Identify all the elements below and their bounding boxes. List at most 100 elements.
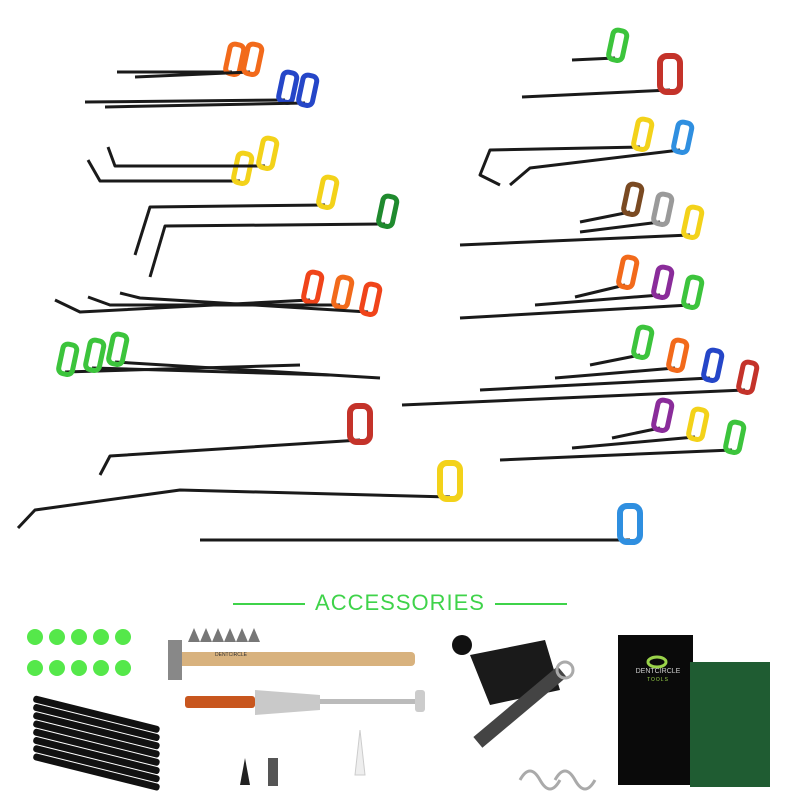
hammer-tip xyxy=(188,628,200,642)
glue-tab xyxy=(93,660,109,676)
glue-tab xyxy=(49,660,65,676)
rod xyxy=(459,233,691,247)
loop-handle xyxy=(616,254,640,290)
loop-handle xyxy=(651,191,675,227)
tap-tip xyxy=(240,758,250,785)
rod xyxy=(574,283,626,299)
rod xyxy=(499,448,733,462)
loop-handle xyxy=(666,337,690,373)
glue-stick xyxy=(33,695,160,733)
glue-tab xyxy=(49,629,65,645)
loop-handle xyxy=(231,150,255,186)
hammer-tip xyxy=(224,628,236,642)
rod xyxy=(86,159,240,183)
slide-hammer-end xyxy=(415,690,425,712)
slide-hammer-weight xyxy=(255,690,320,715)
glue-stick xyxy=(33,753,160,791)
slide-hammer-shaft xyxy=(320,699,420,704)
rod xyxy=(521,88,671,99)
strap xyxy=(473,666,567,748)
hammer-tip xyxy=(236,628,248,642)
rod xyxy=(534,293,661,307)
hammer-tip xyxy=(200,628,212,642)
accessories-label: ACCESSORIES xyxy=(315,590,485,615)
loop-handle xyxy=(651,264,675,300)
loop-handle xyxy=(723,419,747,455)
t-handle xyxy=(437,460,463,502)
loop-handle xyxy=(651,397,675,433)
loop-handle xyxy=(671,119,695,155)
rod xyxy=(589,353,641,367)
glue-tab xyxy=(71,629,87,645)
divider-left xyxy=(233,603,306,606)
green-panel xyxy=(690,662,770,787)
loop-handle xyxy=(331,274,355,310)
glue-stick xyxy=(33,728,160,766)
glue-stick xyxy=(33,737,160,775)
tap-tip-2 xyxy=(268,758,278,786)
loop-handle xyxy=(301,269,325,305)
loop-handle xyxy=(256,135,280,171)
loop-handle xyxy=(606,27,630,63)
glue-tab xyxy=(71,660,87,676)
loop-handle xyxy=(106,331,130,367)
s-hook xyxy=(518,769,562,791)
glue-tab xyxy=(27,629,43,645)
glue-tab xyxy=(115,629,131,645)
loop-handle xyxy=(686,406,710,442)
loop-handle xyxy=(736,359,760,395)
loop-handle xyxy=(701,347,725,383)
strap-ring xyxy=(555,660,575,680)
hammer-logo: DENTCIRCLE xyxy=(215,652,247,658)
rod xyxy=(16,488,451,530)
loop-handle xyxy=(316,174,340,210)
rod xyxy=(554,366,676,380)
loop-handle xyxy=(359,281,383,317)
rod xyxy=(64,363,301,374)
glue-stick xyxy=(33,712,160,750)
brand-name: DENTCIRCLE xyxy=(635,668,681,675)
air-wedge xyxy=(470,640,560,705)
rod xyxy=(611,426,661,440)
rod xyxy=(509,148,681,187)
rod xyxy=(114,360,381,380)
knockdown-tip xyxy=(354,729,366,776)
rod xyxy=(459,303,691,320)
glue-stick xyxy=(33,704,160,742)
black-panel xyxy=(618,635,693,785)
t-handle xyxy=(657,53,683,95)
divider-right xyxy=(494,603,567,606)
loop-handle xyxy=(631,116,655,152)
rod xyxy=(106,146,265,168)
rod xyxy=(148,222,386,278)
rod xyxy=(119,291,369,314)
t-handle xyxy=(347,403,373,445)
rod xyxy=(98,438,361,476)
loop-handle xyxy=(241,41,265,77)
rod xyxy=(478,145,641,187)
glue-tab xyxy=(27,660,43,676)
rod xyxy=(104,101,306,109)
box-logo: DENTCIRCLE TOOLS xyxy=(628,668,688,684)
glue-stick xyxy=(33,720,160,758)
hammer-brand: DENTCIRCLE xyxy=(215,652,247,658)
rod xyxy=(134,70,251,79)
accessories-heading: ACCESSORIES xyxy=(0,590,800,616)
brand-sub: TOOLS xyxy=(647,677,669,683)
loop-handle xyxy=(83,337,107,373)
hammer-tip xyxy=(212,628,224,642)
rod xyxy=(84,98,286,104)
loop-handle xyxy=(681,204,705,240)
glue-tab xyxy=(115,660,131,676)
hammer-tip xyxy=(248,628,260,642)
loop-handle xyxy=(296,72,320,108)
rod xyxy=(579,210,631,224)
loop-handle xyxy=(681,274,705,310)
rod xyxy=(401,388,746,407)
rod xyxy=(479,376,711,392)
slide-hammer-handle xyxy=(185,696,255,708)
loop-handle xyxy=(276,69,300,105)
air-pump xyxy=(452,635,472,655)
